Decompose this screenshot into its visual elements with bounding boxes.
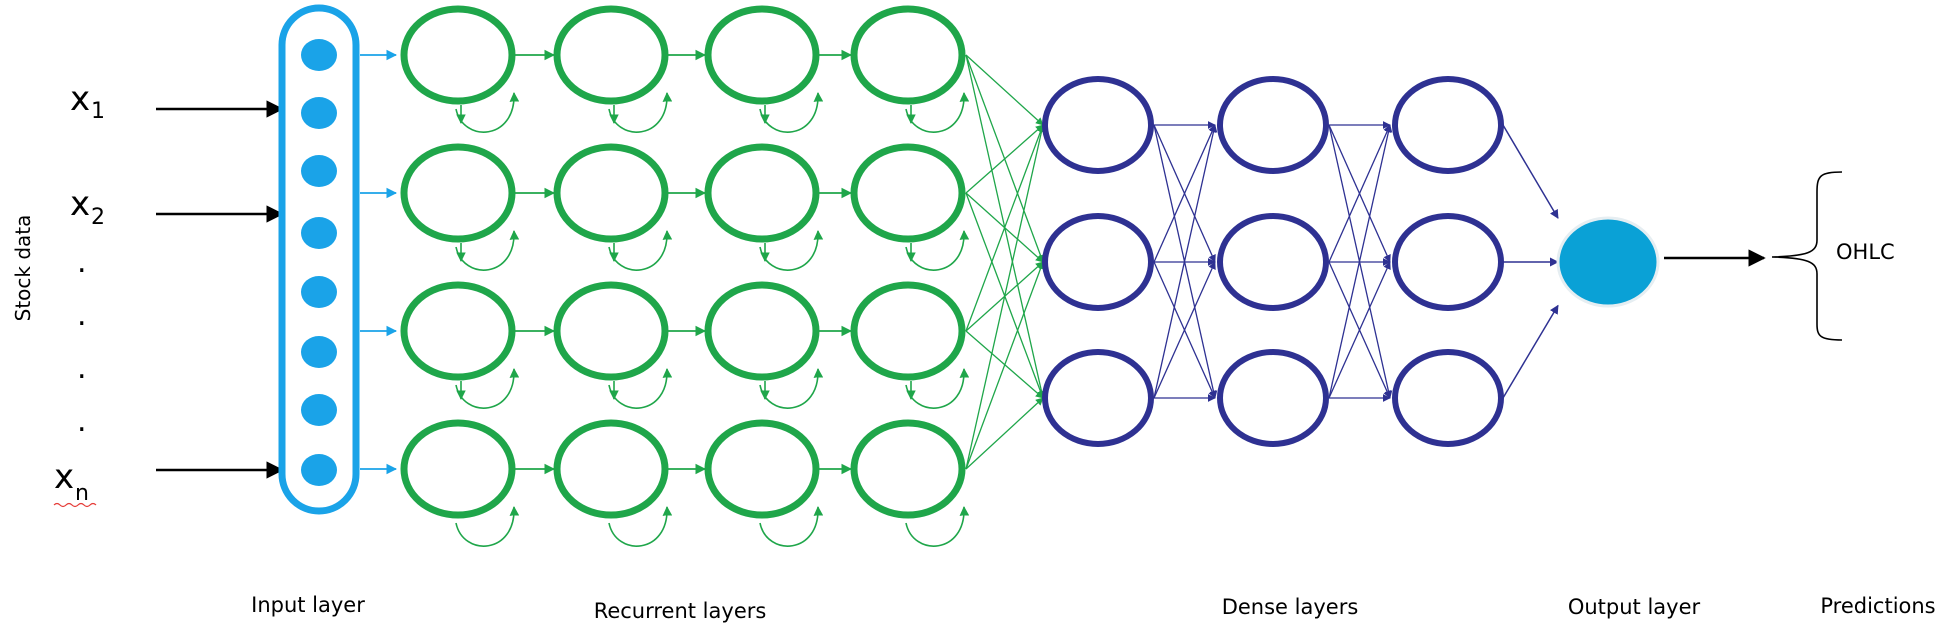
caption-output-layer: Output layer bbox=[1568, 595, 1701, 619]
input-unit bbox=[301, 454, 337, 486]
dense-unit bbox=[1042, 213, 1154, 311]
recurrent-unit bbox=[400, 281, 516, 381]
recurrent-self-loop bbox=[608, 92, 673, 133]
input-layer-capsule bbox=[278, 4, 360, 515]
dense-unit bbox=[1042, 76, 1154, 174]
input-x2: x 2 bbox=[70, 184, 105, 230]
ellipsis-dot-2: . bbox=[77, 298, 87, 333]
recurrent-self-loop bbox=[608, 506, 673, 547]
caption-recurrent-layers: Recurrent layers bbox=[594, 599, 767, 623]
dense-connection-arrow bbox=[1328, 124, 1391, 263]
input-unit bbox=[301, 155, 337, 187]
recurrent-self-loop bbox=[455, 506, 520, 547]
stock-data-label: Stock data bbox=[11, 215, 35, 322]
spellcheck-underline bbox=[53, 502, 97, 508]
recurrent-self-loop bbox=[905, 506, 970, 547]
dense-connection-arrow bbox=[1153, 124, 1218, 399]
input-unit bbox=[301, 217, 337, 249]
dense-connection-arrow bbox=[1153, 261, 1216, 399]
ellipsis-dot-4: . bbox=[77, 404, 87, 439]
recurrent-to-dense-arrow bbox=[965, 261, 1045, 470]
recurrent-to-dense-arrow bbox=[965, 397, 1044, 470]
recurrent-unit bbox=[850, 419, 966, 519]
recurrent-unit bbox=[400, 143, 516, 243]
dense-layers bbox=[1042, 76, 1504, 447]
caption-input-layer: Input layer bbox=[251, 593, 365, 617]
dense-unit bbox=[1217, 349, 1329, 447]
input-x2-sub: 2 bbox=[91, 205, 105, 230]
recurrent-self-loop bbox=[905, 368, 970, 409]
dense-connection-arrow bbox=[1328, 261, 1391, 399]
recurrent-unit bbox=[704, 281, 820, 381]
ellipsis-dot-3: . bbox=[77, 351, 87, 386]
recurrent-unit bbox=[850, 5, 966, 105]
recurrent-self-loop bbox=[608, 230, 673, 271]
caption-predictions: Predictions bbox=[1820, 594, 1935, 618]
recurrent-unit bbox=[553, 281, 669, 381]
ellipsis-dot-1: . bbox=[77, 245, 87, 280]
input-unit bbox=[301, 39, 337, 71]
input-unit bbox=[301, 394, 337, 426]
input-unit bbox=[301, 97, 337, 129]
recurrent-to-dense-arrow bbox=[965, 54, 1044, 126]
recurrent-to-dense-arrow bbox=[965, 124, 1046, 470]
recurrent-self-loop bbox=[759, 368, 824, 409]
dense-connection-arrow bbox=[1153, 124, 1216, 263]
recurrent-unit bbox=[400, 419, 516, 519]
recurrent-unit bbox=[553, 143, 669, 243]
caption-dense-layers: Dense layers bbox=[1222, 595, 1359, 619]
dense-unit bbox=[1392, 213, 1504, 311]
dense-unit bbox=[1392, 76, 1504, 174]
recurrent-unit bbox=[850, 281, 966, 381]
input-unit bbox=[301, 336, 337, 368]
recurrent-self-loop bbox=[905, 92, 970, 133]
dense-connection-arrow bbox=[1328, 124, 1393, 399]
input-xn-sub: n bbox=[75, 481, 89, 506]
input-xn-base: x bbox=[54, 457, 74, 497]
recurrent-unit bbox=[704, 419, 820, 519]
recurrent-unit bbox=[704, 143, 820, 243]
recurrent-layers bbox=[400, 5, 970, 547]
input-x1-base: x bbox=[70, 79, 90, 119]
output-node bbox=[1556, 216, 1660, 308]
input-units bbox=[301, 39, 337, 486]
input-x2-base: x bbox=[70, 184, 90, 224]
dense-unit bbox=[1217, 76, 1329, 174]
dense-to-output-arrow bbox=[1502, 304, 1559, 399]
recurrent-unit bbox=[850, 143, 966, 243]
recurrent-self-loop bbox=[455, 368, 520, 409]
recurrent-unit bbox=[553, 419, 669, 519]
ohlc-label: OHLC bbox=[1836, 240, 1895, 264]
input-xn: x n bbox=[53, 457, 97, 508]
recurrent-to-dense-arrow bbox=[965, 124, 1044, 194]
predictions-brace bbox=[1771, 171, 1843, 341]
dense-unit bbox=[1392, 349, 1504, 447]
input-x1-sub: 1 bbox=[91, 99, 105, 124]
dense-unit bbox=[1042, 349, 1154, 447]
recurrent-to-dense-arrow bbox=[965, 124, 1045, 332]
recurrent-self-loop bbox=[905, 230, 970, 271]
recurrent-self-loop bbox=[608, 368, 673, 409]
dense-to-output-arrow bbox=[1502, 124, 1559, 219]
recurrent-self-loop bbox=[759, 230, 824, 271]
recurrent-self-loop bbox=[759, 92, 824, 133]
recurrent-unit bbox=[553, 5, 669, 105]
recurrent-unit bbox=[400, 5, 516, 105]
recurrent-self-loop bbox=[455, 92, 520, 133]
recurrent-self-loop bbox=[759, 506, 824, 547]
recurrent-self-loop bbox=[455, 230, 520, 271]
recurrent-unit bbox=[704, 5, 820, 105]
input-unit bbox=[301, 276, 337, 308]
input-x1: x 1 bbox=[70, 79, 105, 124]
dense-unit bbox=[1217, 213, 1329, 311]
